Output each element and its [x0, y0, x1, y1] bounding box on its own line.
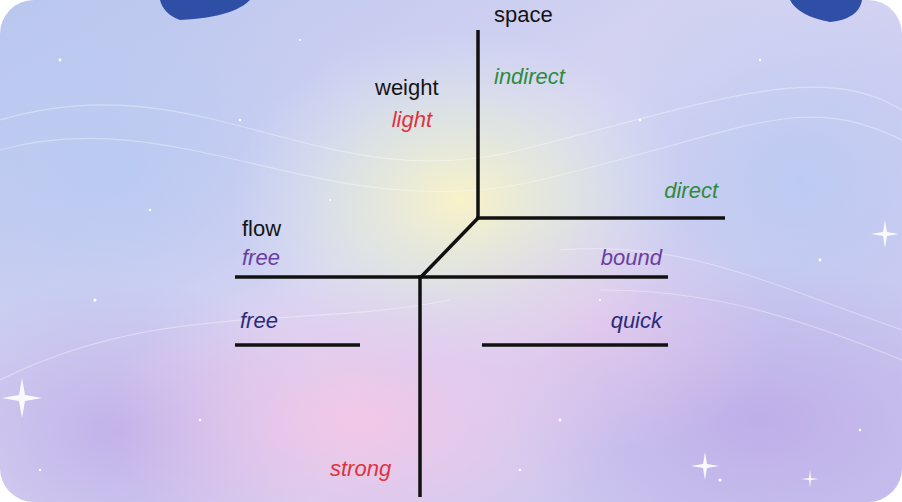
- effort-element: direct: [664, 178, 718, 204]
- effort-element: indirect: [494, 64, 565, 90]
- effort-factor: flow: [242, 216, 281, 242]
- time-axis-left: [235, 343, 360, 347]
- diagonal-stem: [420, 217, 479, 278]
- effort-element: bound: [601, 245, 662, 271]
- effort-graph-axes: [235, 30, 725, 497]
- flow-axis: [235, 275, 668, 279]
- effort-element: light: [392, 107, 432, 133]
- light-streaks: [0, 87, 902, 380]
- stars: [39, 39, 861, 482]
- corner-ornament: [160, 0, 250, 20]
- direct-axis: [476, 216, 725, 220]
- effort-factor: weight: [375, 75, 439, 101]
- effort-element: free: [242, 245, 280, 271]
- weight-axis: [418, 275, 422, 497]
- corner-ornament: [790, 0, 862, 22]
- sparkles: [2, 220, 899, 488]
- effort-element: free: [240, 308, 278, 334]
- effort-element: strong: [330, 456, 391, 482]
- time-axis-right: [482, 343, 668, 347]
- effort-factor: space: [494, 2, 553, 28]
- effort-element: quick: [611, 308, 662, 334]
- space-axis: [476, 30, 480, 219]
